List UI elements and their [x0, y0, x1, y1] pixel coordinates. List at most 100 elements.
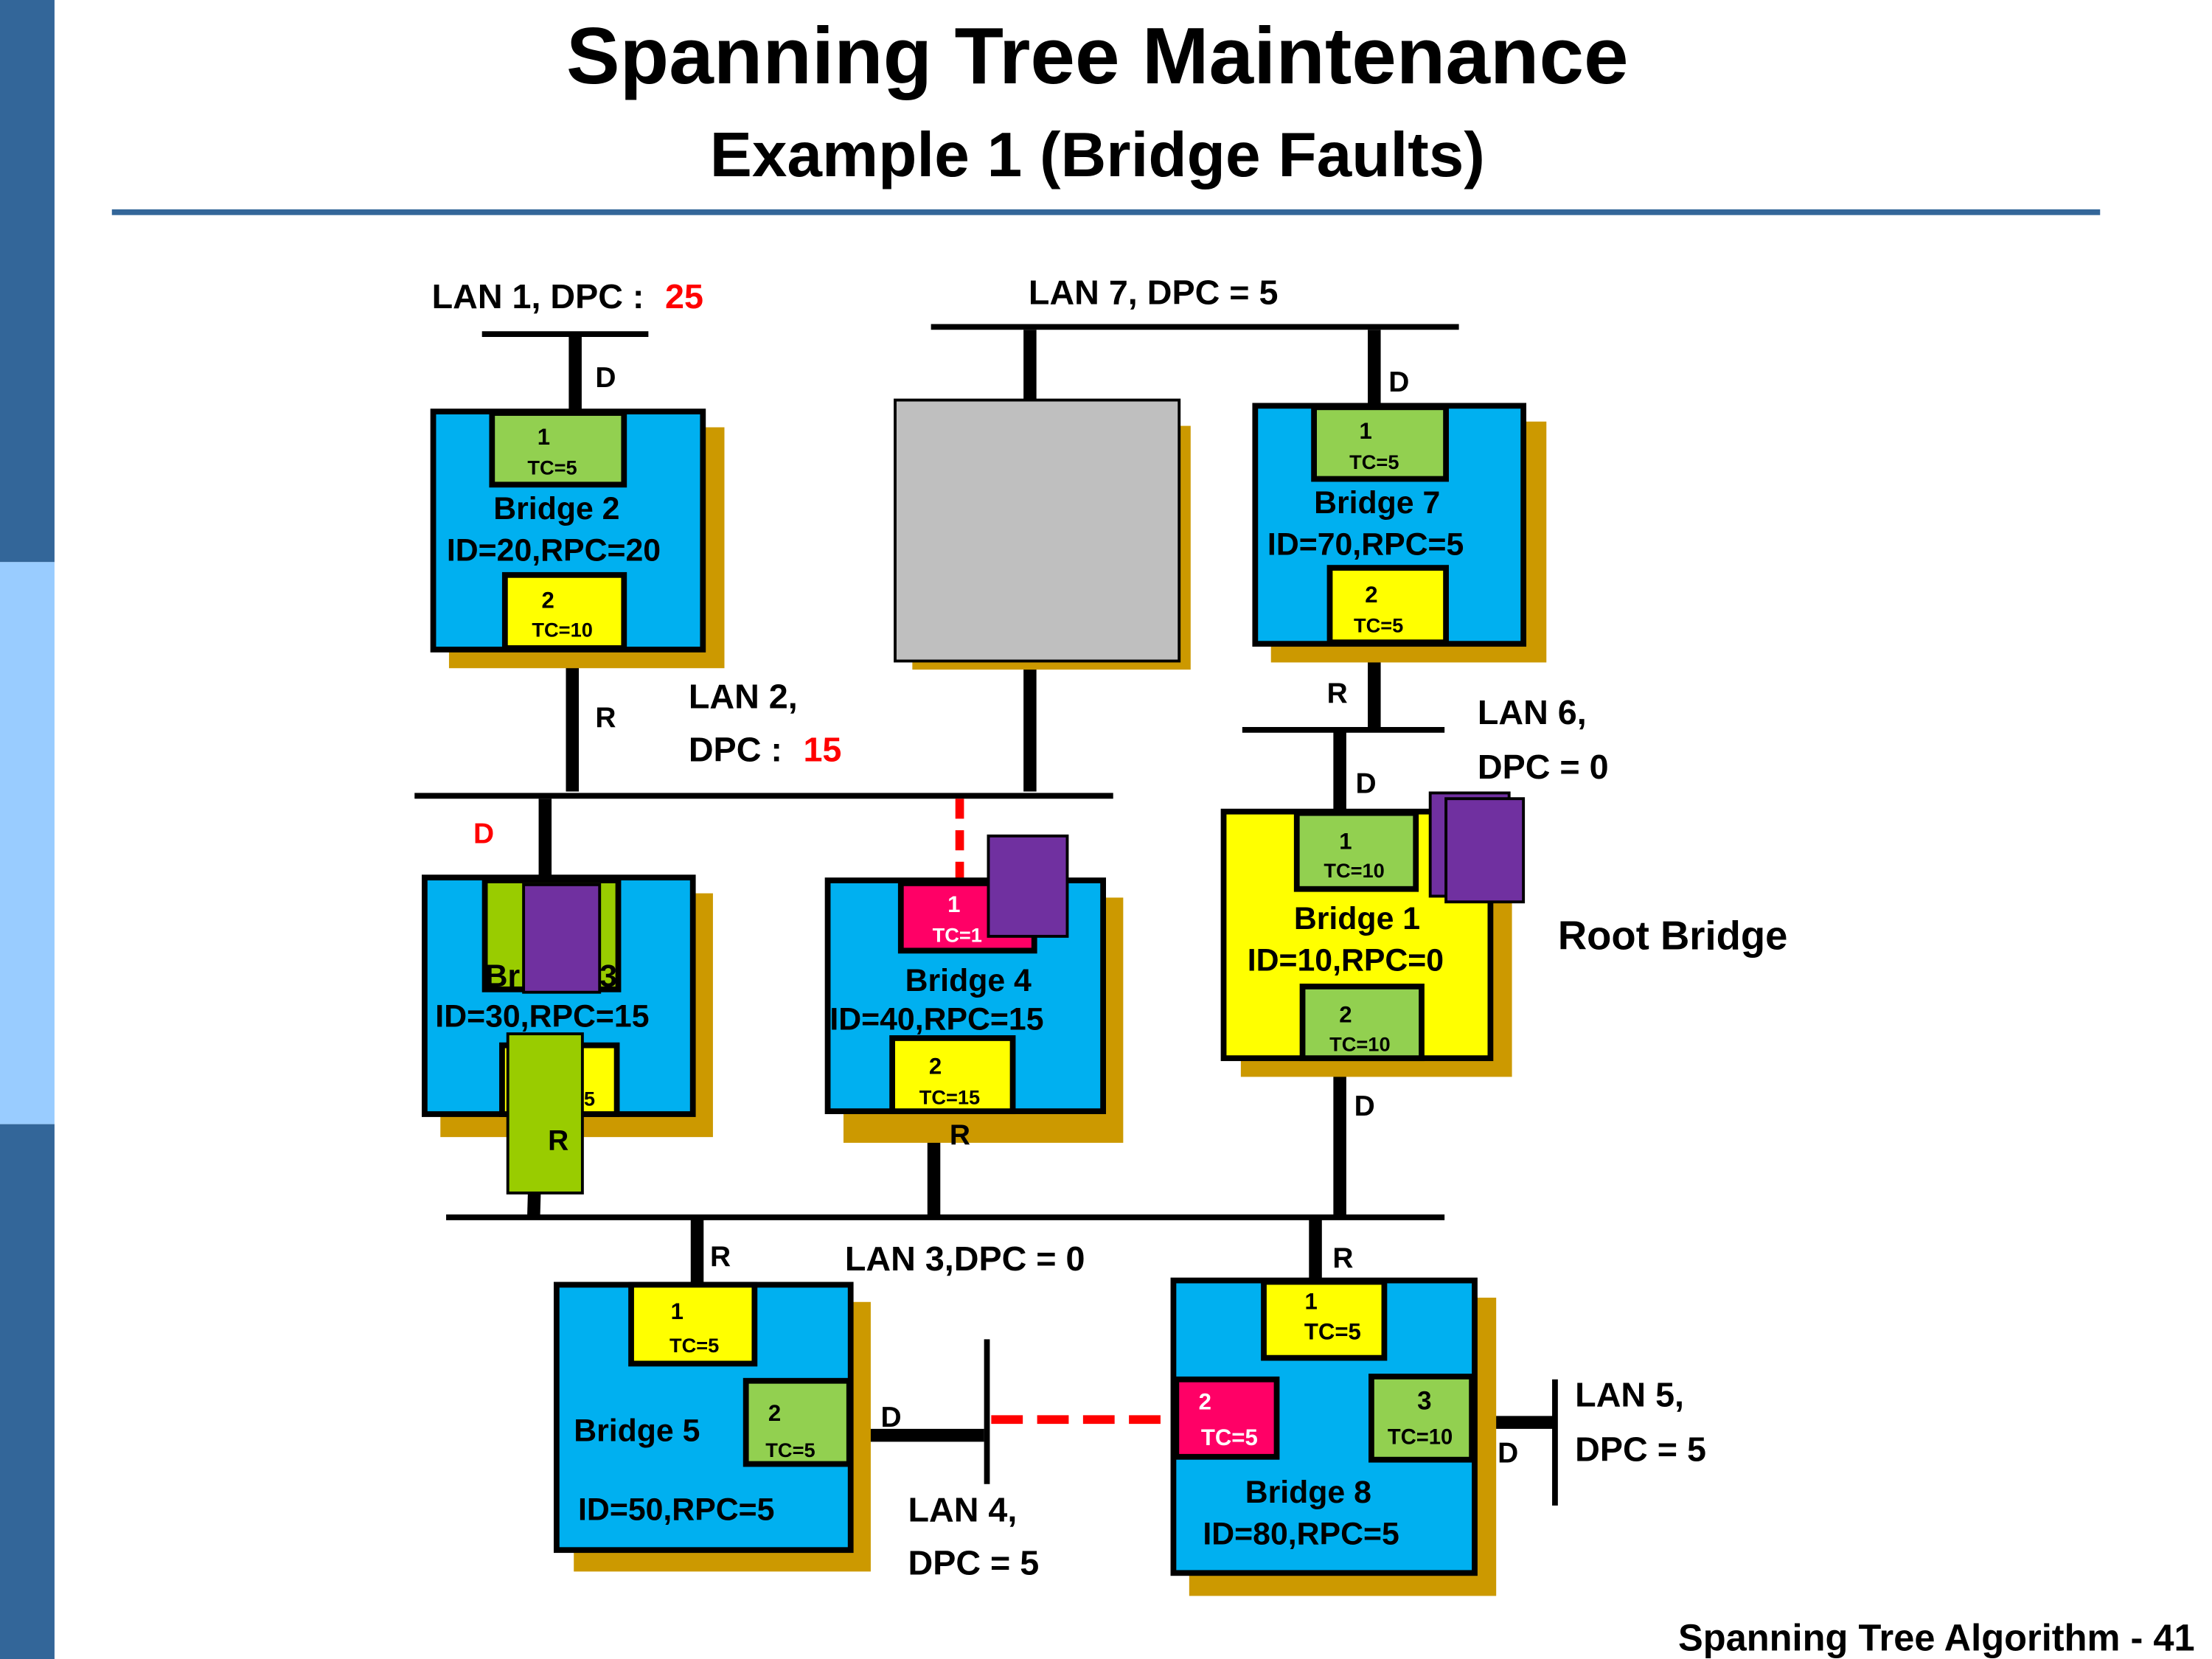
- root-bridge-label: Root Bridge: [1558, 913, 1788, 958]
- port-1[interactable]: [489, 410, 627, 488]
- port-2-tc: TC=5: [1354, 614, 1403, 637]
- port-2[interactable]: [1299, 984, 1425, 1062]
- bridge-name: Bridge 7: [1314, 485, 1440, 521]
- failed-bridge[interactable]: [894, 398, 1191, 670]
- port-2[interactable]: [889, 1035, 1016, 1115]
- port-2-number: 2: [768, 1400, 781, 1426]
- fault-marker-green: [506, 1032, 584, 1194]
- role-bridge7-port2: R: [1327, 678, 1348, 709]
- port-2-tc: TC=15: [919, 1085, 980, 1108]
- lan6-label-line1: LAN 6,: [1478, 693, 1587, 731]
- sidebar-band-top: [0, 0, 55, 563]
- port-1[interactable]: [1311, 404, 1449, 482]
- fault-marker-purple-front: [1444, 797, 1526, 904]
- port-1-tc: TC=5: [1304, 1318, 1361, 1344]
- role-bridge5-port1: R: [710, 1241, 731, 1273]
- bridge-info: ID=20,RPC=20: [447, 532, 661, 568]
- port-2[interactable]: [1173, 1376, 1280, 1460]
- port-1-number: 1: [671, 1298, 684, 1324]
- port-2-tc: TC=10: [532, 618, 592, 641]
- role-bridge3-port2: R: [548, 1125, 568, 1157]
- port-1-number: 1: [1339, 828, 1352, 854]
- bridge-name: Bridge 2: [493, 491, 619, 526]
- role-bridge1-port2: D: [1354, 1091, 1375, 1122]
- port-role-labels: D R D R D D D R R R D R D: [473, 362, 1518, 1470]
- port-1-tc: TC=5: [669, 1334, 719, 1357]
- bridge-name: Bridge 1: [1294, 901, 1420, 936]
- port-2[interactable]: [501, 571, 627, 651]
- bridge-5[interactable]: 1 TC=5 2 TC=5 Bridge 5 ID=50,RPC=5: [553, 1281, 871, 1572]
- port-2-number: 2: [1365, 582, 1377, 608]
- sidebar: [0, 0, 55, 1659]
- port-2-number: 2: [542, 588, 554, 613]
- bridge-info: ID=10,RPC=0: [1248, 943, 1444, 978]
- port-2-number: 2: [929, 1054, 942, 1079]
- lan3-label: LAN 3,DPC = 0: [845, 1239, 1085, 1278]
- lan4-label-line2: DPC = 5: [908, 1543, 1040, 1582]
- port-2-tc: TC=10: [1329, 1032, 1390, 1055]
- fault-marker-purple: [522, 883, 602, 994]
- lan1-label: LAN 1, DPC : 25: [432, 277, 703, 316]
- bridge-name: Bridge 8: [1245, 1475, 1371, 1510]
- port-1-tc: TC=1: [933, 924, 982, 947]
- port-3[interactable]: [1368, 1374, 1475, 1463]
- sidebar-band-middle: [0, 562, 55, 1124]
- role-bridge8-port3: D: [1498, 1438, 1518, 1470]
- role-bridge2-port2: R: [595, 702, 616, 734]
- port-2-number: 2: [1199, 1389, 1211, 1415]
- role-bridge3-port1: D: [473, 818, 494, 849]
- port-1-number: 1: [947, 891, 960, 917]
- lan4-label-line1: LAN 4,: [908, 1490, 1018, 1528]
- slide-subtitle: Example 1 (Bridge Faults): [710, 120, 1485, 190]
- bridge-4[interactable]: 1 TC=1 Bridge 4 ID=40,RPC=15 2 TC=15: [824, 834, 1124, 1143]
- bridge-name-suffix: 3: [599, 959, 617, 994]
- lan5-label-line1: LAN 5,: [1575, 1376, 1684, 1414]
- port-2-tc: TC=5: [1201, 1425, 1258, 1450]
- bridge-name: Bridge 5: [574, 1413, 700, 1448]
- title-rule: [111, 209, 2101, 215]
- port-2-tc: TC=5: [765, 1439, 815, 1461]
- port-3-number: 3: [1417, 1387, 1431, 1416]
- port-1-tc: TC=5: [527, 456, 577, 479]
- bridge-name: Bridge 4: [905, 963, 1032, 998]
- lan5-label-line2: DPC = 5: [1575, 1430, 1706, 1469]
- lan2-label-line1: LAN 2,: [689, 678, 798, 716]
- slide-footer: Spanning Tree Algorithm - 41: [1678, 1616, 2195, 1658]
- port-1[interactable]: [628, 1281, 758, 1367]
- port-3-tc: TC=10: [1388, 1425, 1453, 1449]
- bridge-7[interactable]: 1 TC=5 Bridge 7 ID=70,RPC=5 2 TC=5: [1252, 403, 1547, 663]
- port-1-tc: TC=5: [1349, 451, 1399, 473]
- lan1-label-text: LAN 1, DPC :: [432, 277, 654, 316]
- bridge-info: ID=50,RPC=5: [578, 1492, 774, 1527]
- role-bridge5-port2: D: [881, 1402, 902, 1433]
- port-1-number: 1: [538, 424, 550, 450]
- lan2-label-line2: DPC : 15: [689, 731, 842, 769]
- port-2-number: 2: [1339, 1002, 1352, 1028]
- role-bridge7-port1: D: [1388, 366, 1409, 398]
- lan2-dpc-text: DPC :: [689, 731, 792, 769]
- bridge-name-fragment: Br: [485, 959, 521, 994]
- role-bridge2-port1: D: [595, 362, 616, 394]
- sidebar-band-bottom: [0, 1124, 55, 1659]
- lan-segments: [414, 324, 1558, 1506]
- port-2[interactable]: [1326, 565, 1449, 646]
- port-2[interactable]: [742, 1377, 852, 1467]
- role-bridge1-port1: D: [1356, 768, 1377, 799]
- role-bridge8-port1: R: [1332, 1242, 1353, 1274]
- lan2-dpc-value: 15: [803, 731, 841, 769]
- port-2-tc-fragment: 5: [584, 1087, 595, 1110]
- lan7-label: LAN 7, DPC = 5: [1029, 273, 1279, 311]
- bridge-8[interactable]: 1 TC=5 2 TC=5 3 TC=10 Bridge 8 ID=80,RPC…: [1170, 1277, 1497, 1596]
- fault-marker-purple: [987, 834, 1069, 938]
- bridge-1-root[interactable]: 1 TC=10 Bridge 1 ID=10,RPC=0 2 TC=10: [1220, 791, 1526, 1077]
- bridge-info: ID=70,RPC=5: [1267, 527, 1464, 563]
- lan6-label-line2: DPC = 0: [1478, 748, 1609, 786]
- failed-bridge-body: [894, 398, 1181, 663]
- port-1-number: 1: [1359, 418, 1371, 444]
- bridge-3[interactable]: Br 3 ID=30,RPC=15 5: [421, 874, 713, 1194]
- port-1-number: 1: [1305, 1289, 1318, 1315]
- port-1[interactable]: [1261, 1279, 1388, 1361]
- bridge-2[interactable]: 1 TC=5 Bridge 2 ID=20,RPC=20 2 TC=10: [430, 408, 725, 669]
- port-1[interactable]: [1293, 810, 1419, 892]
